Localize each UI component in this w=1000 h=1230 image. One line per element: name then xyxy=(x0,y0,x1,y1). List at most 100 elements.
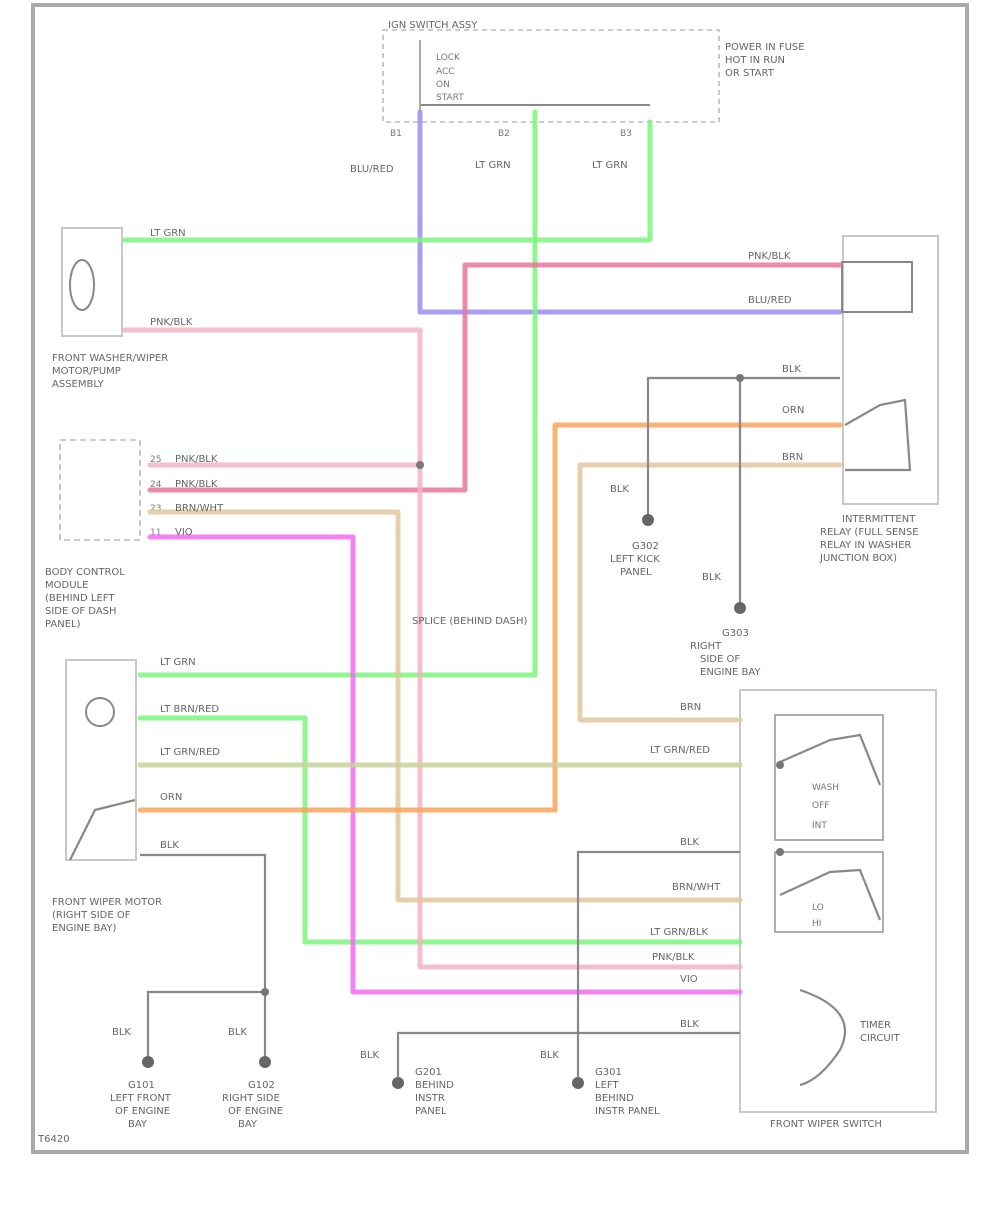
svg-text:BLK: BLK xyxy=(610,484,629,495)
body-control-module: 25 24 23 11 BODY CONTROL MODULE (BEHIND … xyxy=(45,439,162,630)
svg-text:RELAY (FULL SENSE: RELAY (FULL SENSE xyxy=(820,527,919,538)
svg-text:BAY: BAY xyxy=(238,1119,258,1130)
svg-text:INSTR: INSTR xyxy=(415,1093,445,1104)
svg-text:HI: HI xyxy=(812,919,821,929)
svg-text:INTERMITTENT: INTERMITTENT xyxy=(842,514,916,525)
svg-text:SIDE OF: SIDE OF xyxy=(700,654,740,665)
svg-text:TIMER: TIMER xyxy=(859,1020,891,1031)
svg-text:BLU/RED: BLU/RED xyxy=(350,164,394,175)
wire-pink-relay xyxy=(147,262,843,493)
svg-text:LT GRN: LT GRN xyxy=(160,657,196,668)
ground-g4: BLK G301 LEFT BEHIND INSTR PANEL xyxy=(540,1050,660,1117)
svg-text:RIGHT: RIGHT xyxy=(690,641,722,652)
svg-text:PANEL: PANEL xyxy=(620,567,652,578)
svg-text:PANEL): PANEL) xyxy=(45,619,81,630)
svg-text:LEFT FRONT: LEFT FRONT xyxy=(110,1093,172,1104)
ignition-switch: IGN SWITCH ASSY LOCK ACC ON START POWER … xyxy=(382,20,805,139)
svg-text:START: START xyxy=(436,93,464,103)
diagram-frame xyxy=(31,3,969,1154)
svg-text:ACC: ACC xyxy=(436,67,455,77)
svg-text:LT GRN: LT GRN xyxy=(592,160,628,171)
svg-text:BLK: BLK xyxy=(228,1027,247,1038)
svg-text:G302: G302 xyxy=(632,541,659,552)
wire-lightpink xyxy=(122,327,743,970)
svg-text:BODY CONTROL: BODY CONTROL xyxy=(45,567,125,578)
svg-text:PNK/BLK: PNK/BLK xyxy=(652,952,695,963)
svg-text:LT GRN: LT GRN xyxy=(150,228,186,239)
svg-text:11: 11 xyxy=(150,528,161,538)
svg-text:G201: G201 xyxy=(415,1067,442,1078)
svg-text:G303: G303 xyxy=(722,628,749,639)
svg-text:B2: B2 xyxy=(498,129,510,139)
svg-text:PNK/BLK: PNK/BLK xyxy=(175,454,218,465)
svg-text:WASH: WASH xyxy=(812,783,839,793)
wiper-motor: FRONT WASHER/WIPER MOTOR/PUMP ASSEMBLY xyxy=(52,227,168,390)
washer-pump: FRONT WIPER MOTOR (RIGHT SIDE OF ENGINE … xyxy=(52,659,162,934)
svg-text:(BEHIND LEFT: (BEHIND LEFT xyxy=(45,593,115,604)
svg-text:BRN/WHT: BRN/WHT xyxy=(672,882,721,893)
wire-orange xyxy=(137,422,843,813)
svg-text:BRN/WHT: BRN/WHT xyxy=(175,503,224,514)
svg-text:LT GRN/RED: LT GRN/RED xyxy=(160,747,220,758)
ignition-switch-title: IGN SWITCH ASSY xyxy=(388,20,478,31)
svg-text:OF ENGINE: OF ENGINE xyxy=(228,1106,283,1117)
svg-text:G301: G301 xyxy=(595,1067,622,1078)
svg-text:23: 23 xyxy=(150,504,161,514)
wire-green-switch xyxy=(137,715,743,945)
intermittent-relay: INTERMITTENT RELAY (FULL SENSE RELAY IN … xyxy=(819,235,939,564)
svg-text:BLK: BLK xyxy=(540,1050,559,1061)
svg-text:CIRCUIT: CIRCUIT xyxy=(860,1033,901,1044)
svg-text:LO: LO xyxy=(812,903,824,913)
svg-text:BLK: BLK xyxy=(112,1027,131,1038)
svg-text:BEHIND: BEHIND xyxy=(595,1093,634,1104)
svg-text:OFF: OFF xyxy=(812,801,829,811)
svg-text:MOTOR/PUMP: MOTOR/PUMP xyxy=(52,366,121,377)
wiper-switch: WASH OFF INT LO HI TIMER CIRCUIT FRONT W… xyxy=(739,689,937,1130)
ground-g6: BLK G303 RIGHT SIDE OF ENGINE BAY xyxy=(690,572,761,678)
ground-g5: BLK G302 LEFT KICK PANEL xyxy=(610,484,660,578)
svg-text:G101: G101 xyxy=(128,1080,155,1091)
svg-text:24: 24 xyxy=(150,480,162,490)
svg-text:BLK: BLK xyxy=(680,837,699,848)
wire-green-motor xyxy=(122,119,653,243)
svg-text:BLK: BLK xyxy=(360,1050,379,1061)
svg-text:LT GRN: LT GRN xyxy=(475,160,511,171)
svg-text:BRN: BRN xyxy=(680,702,701,713)
svg-text:ORN: ORN xyxy=(782,405,804,416)
wire-tan-relay xyxy=(577,462,843,723)
svg-text:SPLICE (BEHIND DASH): SPLICE (BEHIND DASH) xyxy=(412,616,528,627)
svg-text:FRONT WIPER MOTOR: FRONT WIPER MOTOR xyxy=(52,897,162,908)
diagram-id: T6420 xyxy=(37,1134,70,1145)
svg-text:VIO: VIO xyxy=(175,527,193,538)
svg-text:LT BRN/RED: LT BRN/RED xyxy=(160,704,219,715)
svg-text:PNK/BLK: PNK/BLK xyxy=(150,317,193,328)
svg-text:HOT IN RUN: HOT IN RUN xyxy=(725,55,785,66)
svg-text:LEFT KICK: LEFT KICK xyxy=(610,554,660,565)
svg-text:RIGHT SIDE: RIGHT SIDE xyxy=(222,1093,280,1104)
svg-text:ON: ON xyxy=(436,80,450,90)
svg-text:VIO: VIO xyxy=(680,974,698,985)
svg-text:(RIGHT SIDE OF: (RIGHT SIDE OF xyxy=(52,910,131,921)
svg-text:LT GRN/RED: LT GRN/RED xyxy=(650,745,710,756)
svg-text:SIDE OF DASH: SIDE OF DASH xyxy=(45,606,117,617)
svg-text:BLU/RED: BLU/RED xyxy=(748,295,792,306)
ground-g1: BLK G101 LEFT FRONT OF ENGINE BAY xyxy=(110,1027,172,1130)
svg-text:INT: INT xyxy=(812,821,827,831)
svg-text:BAY: BAY xyxy=(128,1119,148,1130)
svg-text:JUNCTION BOX): JUNCTION BOX) xyxy=(819,553,897,564)
svg-text:BLK: BLK xyxy=(680,1019,699,1030)
ground-g3: BLK G201 BEHIND INSTR PANEL xyxy=(360,1050,454,1117)
svg-text:INSTR PANEL: INSTR PANEL xyxy=(595,1106,660,1117)
ground-g2: BLK G102 RIGHT SIDE OF ENGINE BAY xyxy=(222,1027,283,1130)
svg-text:MODULE: MODULE xyxy=(45,580,88,591)
svg-text:ASSEMBLY: ASSEMBLY xyxy=(52,379,105,390)
svg-text:PANEL: PANEL xyxy=(415,1106,447,1117)
wire-green-pump xyxy=(137,109,538,678)
svg-text:FRONT WIPER SWITCH: FRONT WIPER SWITCH xyxy=(770,1119,882,1130)
svg-text:B1: B1 xyxy=(390,129,402,139)
svg-text:BEHIND: BEHIND xyxy=(415,1080,454,1091)
svg-text:ENGINE BAY: ENGINE BAY xyxy=(700,667,761,678)
svg-text:LOCK: LOCK xyxy=(436,53,461,63)
svg-text:G102: G102 xyxy=(248,1080,275,1091)
